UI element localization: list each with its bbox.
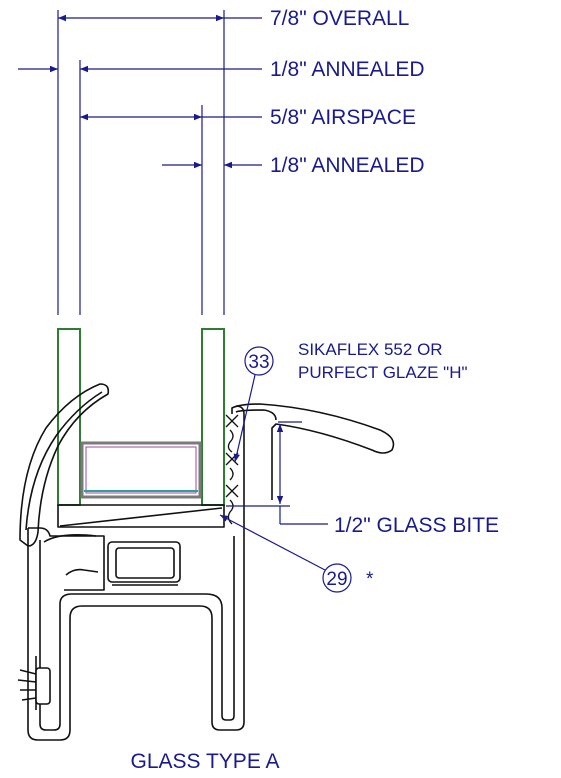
glass-bite-label: 1/2" GLASS BITE [334, 514, 499, 537]
sealant-note-line2: PURFECT GLAZE "H" [298, 363, 468, 382]
sealant-note-line1: SIKAFLEX 552 OR [298, 340, 443, 359]
callout-29-number: 29 [326, 569, 347, 590]
dimension-outer-glass: 1/8" ANNEALED [18, 58, 425, 81]
setting-block-asterisk: * [366, 569, 374, 590]
overall-label: 7/8" OVERALL [270, 7, 409, 30]
detail-title: GLASS TYPE A [130, 750, 279, 773]
extension-lines [57, 10, 225, 315]
dimension-glass-bite [226, 421, 328, 525]
sealant-marks [225, 414, 239, 525]
frame-profile [17, 383, 395, 741]
callout-setting-block: 29 [219, 514, 352, 593]
inner-glass-lite [201, 328, 225, 506]
outer-glass-label: 1/8" ANNEALED [270, 58, 425, 81]
dimension-airspace: 5/8" AIRSPACE [80, 106, 416, 129]
callout-sealant: 33 [233, 346, 274, 463]
airspace-label: 5/8" AIRSPACE [270, 106, 416, 129]
callout-33-number: 33 [248, 352, 269, 373]
outer-glass-lite [57, 328, 81, 506]
spacer-bar [80, 441, 202, 499]
dimension-overall: 7/8" OVERALL [58, 7, 409, 30]
inner-glass-label: 1/8" ANNEALED [270, 154, 425, 177]
dimension-inner-glass: 1/8" ANNEALED [162, 154, 425, 177]
